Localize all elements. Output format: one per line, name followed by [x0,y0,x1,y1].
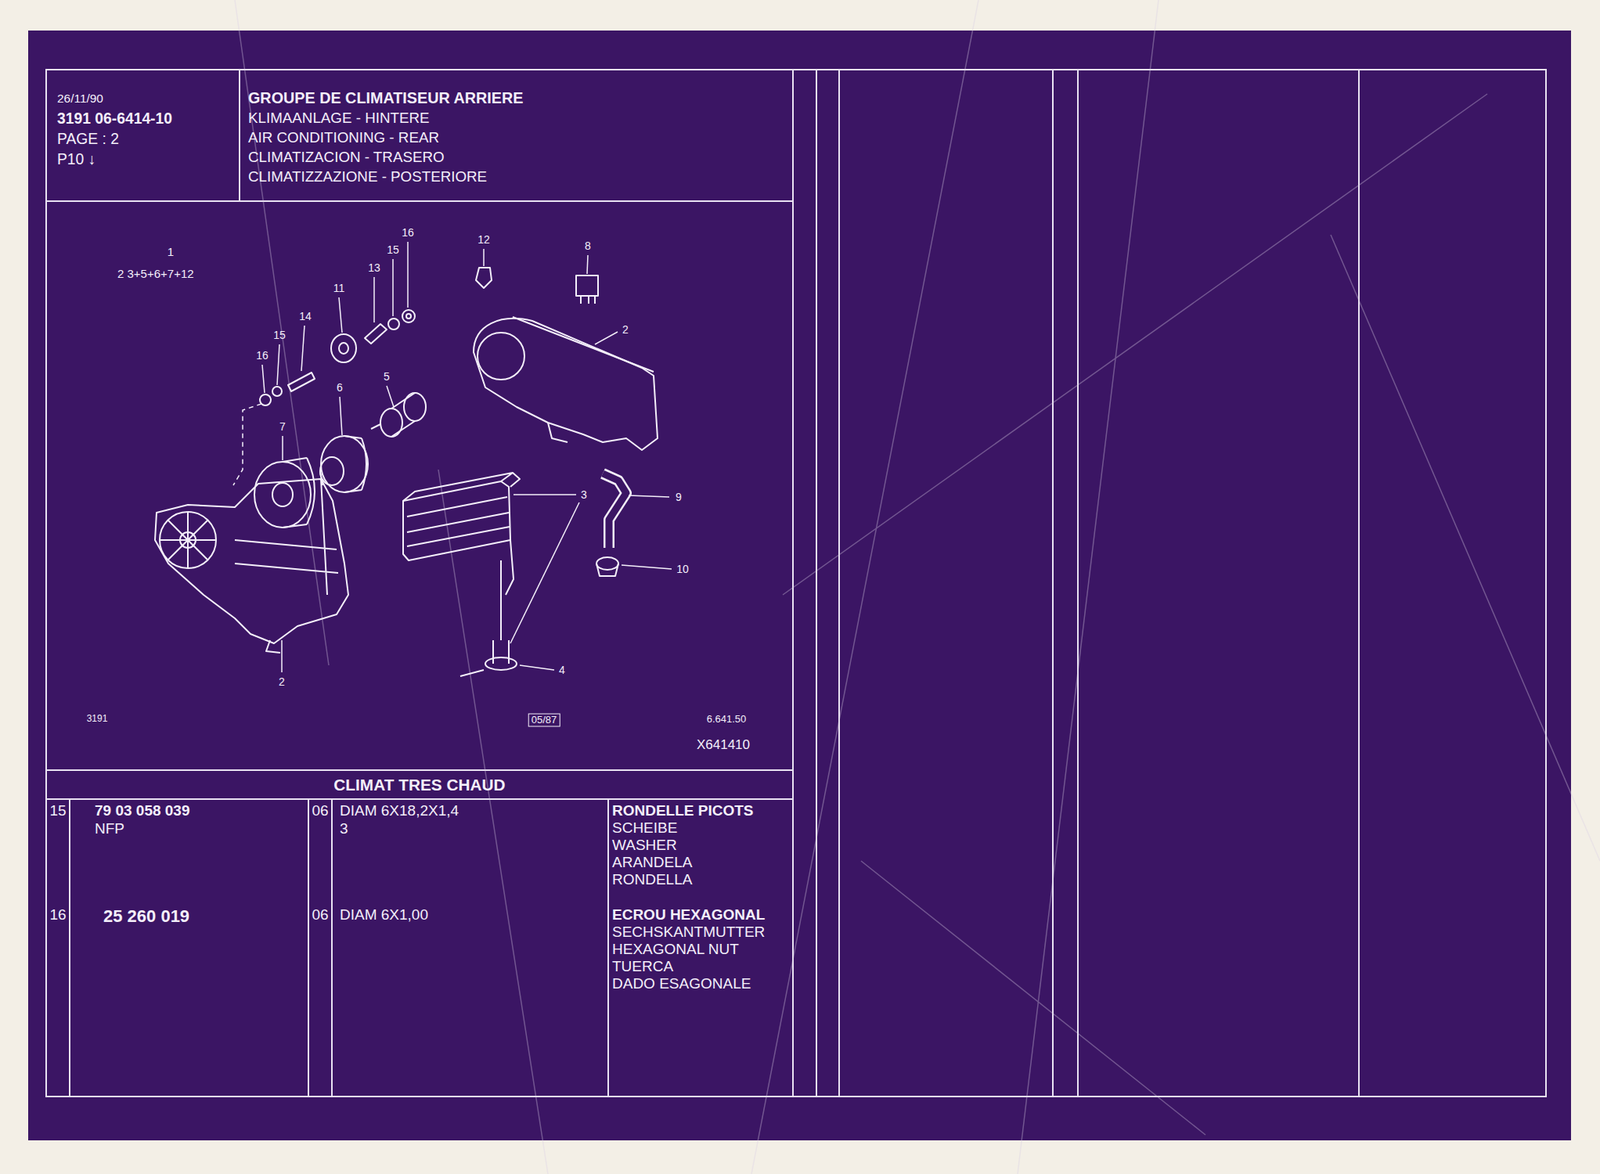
dimension-note: 3 [339,820,349,838]
film-scratches [234,0,1600,1174]
hose-inner [602,473,627,548]
part-number: 79 03 058 039 [94,802,191,820]
callout-number: 15 [273,328,286,342]
quantity-code: 06 [311,906,328,924]
body-text: KLIMAANLAGE - HINTERE [248,108,793,128]
body-text: PAGE : 2 [57,129,240,150]
date-stamp: 05/87 [528,713,561,728]
callout-number: 14 [299,309,312,323]
leader-lines [262,241,672,673]
callout-number: 6 [336,381,343,394]
callout-number: 7 [279,420,286,433]
body-text: P10 ↓ [57,149,240,170]
callout-number: 13 [367,261,381,274]
section-band: CLIMAT TRES CHAUD [46,770,793,800]
quantity-code: 06 [311,802,328,820]
item-number: 16 [49,906,66,924]
assembly-note: 2 3+5+6+7+12 [117,266,195,281]
part-name: RONDELLA [612,871,692,889]
body-text: CLIMATIZZAZIONE - POSTERIORE [248,166,793,187]
exploded-illustration-right [403,267,658,677]
microfiche-ground [28,30,1572,1141]
part-name: DADO ESAGONALE [612,975,751,993]
hose-outline [602,473,627,548]
heading-text: 26/11/90 [57,88,240,109]
callout-number: 4 [558,663,566,677]
part-name: SCHEIBE [612,819,678,837]
callout-number: 8 [584,239,591,253]
catalog-ref-cell: 26/11/903191 06-6414-10PAGE : 2P10 ↓ [46,69,240,202]
title-cell: GROUPE DE CLIMATISEUR ARRIEREKLIMAANLAGE… [239,69,793,202]
drawing-ref: 3191 [86,713,109,725]
part-name: SECHSKANTMUTTER [612,923,765,941]
callout-number: 16 [401,226,415,239]
heading-text: GROUPE DE CLIMATISEUR ARRIERE [248,88,793,109]
part-name: TUERCA [612,958,674,976]
callout-number: 10 [676,562,689,576]
part-name: RONDELLE PICOTS [612,802,754,820]
callout-number: 2 [278,675,285,689]
body-text: AIR CONDITIONING - REAR [248,127,793,148]
part-name: ARANDELA [612,854,692,872]
callout-number: 2 [622,323,629,336]
body-text: CLIMATIZACION - TRASERO [248,147,793,167]
callout-number: 12 [477,233,491,246]
callout-number: 16 [255,349,269,362]
body-text: 3191 06-6414-10 [57,108,240,130]
callout-number: 1 [167,245,174,259]
part-number: 25 260 019 [103,906,190,927]
part-note: NFP [94,820,125,838]
part-name: HEXAGONAL NUT [612,940,739,959]
part-name: WASHER [612,836,678,855]
assembly-dash [233,403,262,486]
dimension: DIAM 6X18,2X1,4 [339,802,459,820]
callout-number: 5 [383,370,390,383]
dimension: DIAM 6X1,00 [339,906,429,924]
heading-text: CLIMAT TRES CHAUD [46,774,793,795]
drawing-ref: X641410 [696,737,750,754]
drawing-ref: 6.641.50 [706,713,747,726]
item-number: 15 [49,802,66,820]
exploded-illustration [154,309,426,653]
part-name: ECROU HEXAGONAL [612,906,765,924]
callout-number: 9 [675,490,682,504]
callout-number: 3 [580,488,588,501]
callout-number: 15 [386,243,400,256]
callout-number: 11 [333,281,346,295]
